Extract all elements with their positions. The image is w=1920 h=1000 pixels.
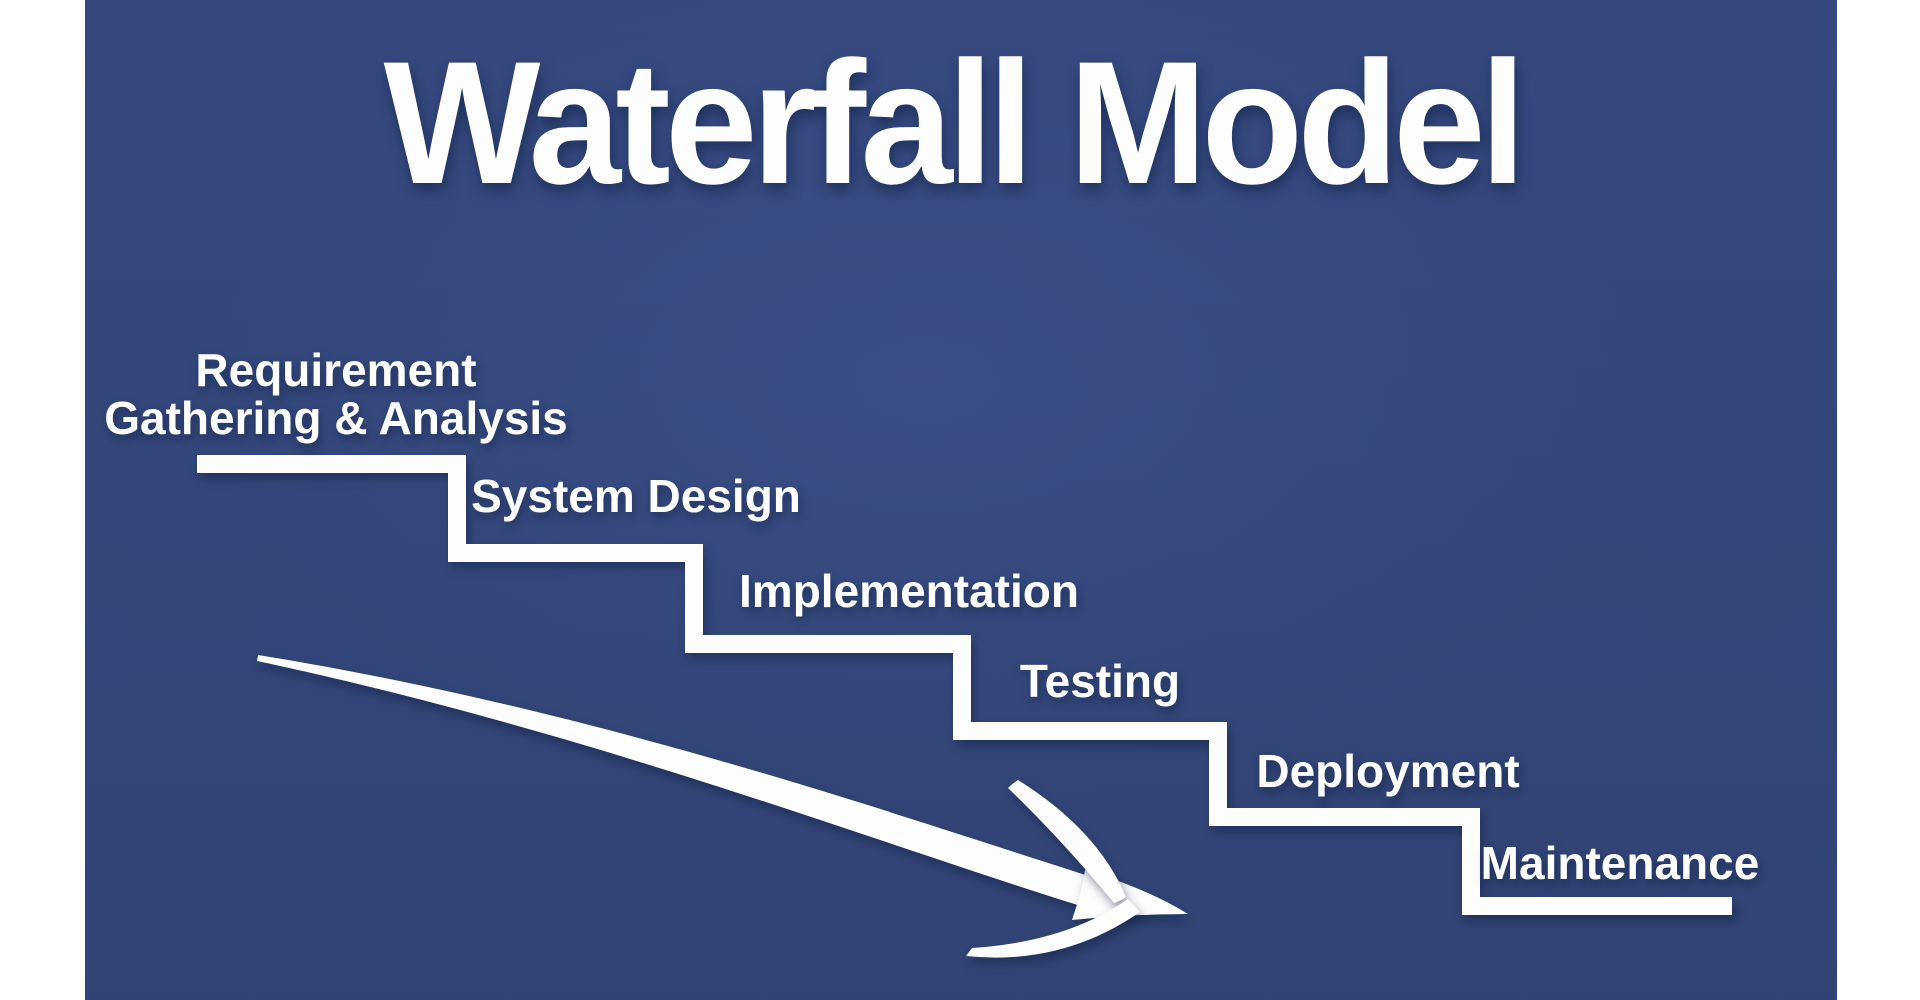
phase-label-testing: Testing [1019,655,1181,707]
flow-arrow-lower-barb [966,899,1140,958]
flow-arrow-upper-barb [1008,780,1126,903]
phase-label-requirement-gathering-analysis: Requirement Gathering & Analysis [104,346,568,442]
page-margin-left [0,0,85,1000]
phase-label-line-2: Gathering & Analysis [104,392,568,444]
phase-label-implementation: Implementation [739,565,1079,617]
diagonal-flow-arrow-icon [257,655,1188,958]
diagram-panel [85,0,1837,1000]
flow-arrow-shaft [257,655,1108,910]
phase-label-maintenance: Maintenance [1480,837,1760,889]
staircase-step-line [197,455,1732,915]
page-margin-right [1837,0,1920,1000]
diagram-title: Waterfall Model [383,26,1527,221]
phase-label-deployment: Deployment [1256,745,1520,797]
phase-label-line-1: Requirement [195,344,477,396]
phase-label-system-design: System Design [471,470,801,522]
